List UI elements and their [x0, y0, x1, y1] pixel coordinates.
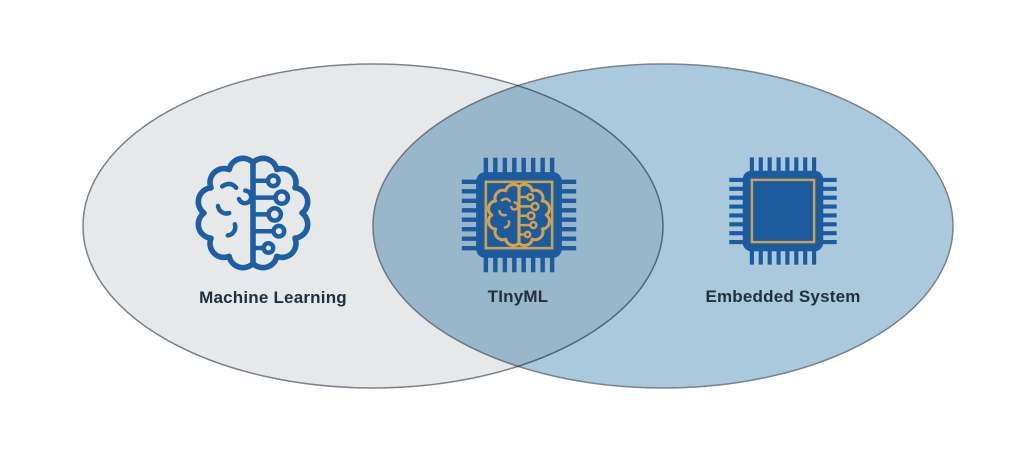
- embedded-system-label: Embedded System: [705, 287, 861, 306]
- microchip-brain-icon: [462, 158, 576, 272]
- embedded-system-ellipse: [372, 63, 954, 389]
- machine-learning-label: Machine Learning: [199, 288, 347, 307]
- tinyml-label: TInyML: [487, 287, 549, 306]
- microchip-icon: [729, 157, 836, 264]
